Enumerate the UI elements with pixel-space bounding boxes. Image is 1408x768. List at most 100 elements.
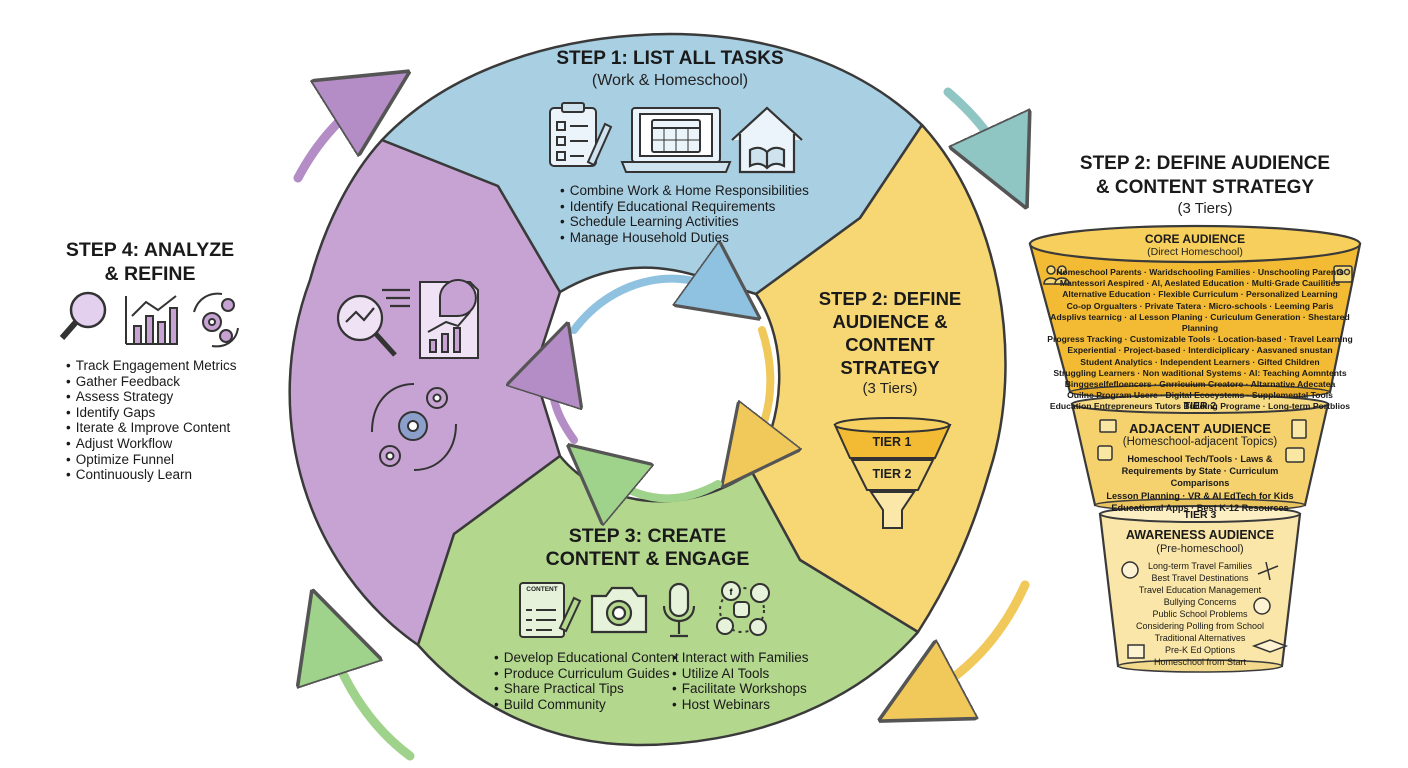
step3-list-left: Develop Educational Content Produce Curr… bbox=[494, 650, 684, 712]
arrow-step1-to-step2 bbox=[943, 87, 1008, 168]
funnel-tier2-label: TIER 2 bbox=[872, 467, 912, 481]
step2-segment bbox=[750, 123, 1007, 634]
list-item: Experiential · Project-based · Interdici… bbox=[1067, 345, 1333, 356]
list-item: Homeschool Parents · Waridschooling Fami… bbox=[1056, 267, 1344, 277]
list-item: Assess Strategy bbox=[66, 389, 276, 405]
list-item: Build Community bbox=[494, 697, 684, 713]
list-item: Educational Apps · Best K-12 Resources bbox=[1111, 502, 1289, 513]
arrow-step2-to-step3 bbox=[918, 580, 1030, 700]
list-item: Develop Educational Content bbox=[494, 650, 684, 666]
list-item: Traditional Alternatives bbox=[1154, 633, 1246, 643]
step4-title: STEP 4: ANALYZE & REFINE bbox=[65, 239, 235, 285]
list-item: Identify Educational Requirements bbox=[560, 199, 820, 215]
step1-subtitle: (Work & Homeschool) bbox=[591, 72, 749, 89]
adjacent-doc-icon bbox=[1285, 419, 1307, 463]
list-item: Pre-K Ed Options bbox=[1164, 645, 1236, 655]
list-item: Host Webinars bbox=[672, 697, 832, 713]
list-item: Requirements by State · Curriculum Compa… bbox=[1121, 466, 1279, 489]
social-media-icon bbox=[716, 581, 770, 636]
awareness-audience-title: AWARENESS AUDIENCE bbox=[1125, 528, 1275, 542]
list-item: Produce Curriculum Guides bbox=[494, 666, 684, 682]
step4-segment bbox=[288, 138, 562, 647]
gears-refresh-icon bbox=[193, 292, 239, 348]
gears-cycle-icon bbox=[371, 383, 457, 471]
inner-arrow-yellow bbox=[746, 326, 770, 456]
awareness-airplane-icon bbox=[1251, 561, 1289, 653]
arrow-step4-to-step1 bbox=[293, 95, 372, 183]
content-checklist-icon bbox=[519, 582, 582, 638]
arrow-step3-to-step4 bbox=[326, 632, 415, 761]
list-item: Adsplivs tearniсg · al Lesson Planing · … bbox=[1050, 311, 1350, 334]
clipboard-checklist-icon bbox=[549, 102, 613, 167]
list-item: Share Practical Tips bbox=[494, 681, 684, 697]
core-audience-title: CORE AUDIENCE bbox=[1144, 232, 1246, 246]
list-item: Manage Household Duties bbox=[560, 230, 820, 246]
microphone-icon bbox=[662, 582, 696, 638]
adjacent-audience-list: Homeschool Tech/Tools · Laws & Requireme… bbox=[1095, 453, 1305, 514]
list-item: Student Analytics · Independent Learners… bbox=[1080, 356, 1320, 367]
list-item: Ouilne Program Usere · Digital Ecoeystem… bbox=[1067, 390, 1333, 401]
list-item: Bullying Concerns bbox=[1163, 597, 1237, 607]
list-item: Public School Problems bbox=[1152, 609, 1248, 619]
core-people-icon bbox=[1043, 265, 1070, 285]
magnifier-icon bbox=[59, 291, 107, 340]
list-item: Iterate & Improve Content bbox=[66, 420, 276, 436]
report-chart-icon bbox=[419, 279, 479, 359]
adjacent-audience-subtitle: (Homeschool-adjacent Topics) bbox=[1122, 436, 1278, 448]
list-item: Utilize AI Tools bbox=[672, 666, 832, 682]
tier2-label: TIER 2 bbox=[1183, 400, 1217, 412]
awareness-tier-shape bbox=[1098, 505, 1302, 673]
list-item: Facilitate Workshops bbox=[672, 681, 832, 697]
core-tier-shape bbox=[1028, 224, 1362, 400]
tier3-label: TIER 3 bbox=[1183, 509, 1217, 521]
step1-list: Combine Work & Home Responsibilities Ide… bbox=[560, 183, 820, 245]
list-item: Track Engagement Metrics bbox=[66, 358, 276, 374]
core-audience-subtitle: (Direct Homeschool) bbox=[1147, 246, 1243, 258]
funnel-tier1-label: TIER 1 bbox=[872, 435, 912, 449]
core-audience-list: Homeschool Parents · Waridschooling Fami… bbox=[1040, 267, 1360, 413]
camera-icon bbox=[590, 586, 648, 634]
line-bar-chart-icon bbox=[125, 295, 178, 345]
list-item: Schedule Learning Activities bbox=[560, 214, 820, 230]
content-icon-label: CONTENT bbox=[526, 586, 558, 593]
step2-panel-subtitle: (3 Tiers) bbox=[1177, 200, 1233, 217]
tier-funnel-icon bbox=[833, 417, 952, 529]
step2-panel-title: STEP 2: DEFINE AUDIENCE & CONTENT STRATE… bbox=[1079, 153, 1331, 198]
list-item: Long-term Travel Families bbox=[1147, 561, 1253, 571]
adjacent-tier-shape bbox=[1070, 394, 1330, 512]
list-item: Education Entrepreneurs Tutors Building … bbox=[1049, 401, 1351, 412]
inner-arrow-blue bbox=[570, 279, 728, 334]
list-item: Gather Feedback bbox=[66, 374, 276, 390]
core-group-icon bbox=[1333, 265, 1353, 283]
step4-list: Track Engagement Metrics Gather Feedback… bbox=[66, 358, 276, 483]
list-item: Considering Polling from School bbox=[1135, 621, 1265, 631]
list-item: Binggeselfefloencers · Gnrricuium Creato… bbox=[1064, 379, 1336, 390]
facebook-glyph: f bbox=[730, 587, 734, 597]
adjacent-tech-icon bbox=[1097, 419, 1117, 461]
awareness-audience-list: Long-term Travel Families Best Travel De… bbox=[1130, 560, 1270, 668]
step3-list-right: Interact with Families Utilize AI Tools … bbox=[672, 650, 832, 712]
house-book-icon bbox=[731, 106, 803, 174]
step2-wheel-subtitle: (3 Tiers) bbox=[862, 380, 918, 397]
list-item: Co-op Orgualters · Private Tatera · Micr… bbox=[1066, 300, 1334, 311]
list-item: Homeschool Tech/Tools · Laws & bbox=[1127, 454, 1273, 464]
awareness-audience-subtitle: (Pre-homeschool) bbox=[1156, 543, 1244, 555]
magnifier-analysis-icon bbox=[336, 288, 410, 357]
step3-title: STEP 3: CREATE CONTENT & ENGAGE bbox=[545, 525, 750, 570]
inner-arrow-green bbox=[598, 470, 722, 498]
list-item: Homeschool from Start bbox=[1153, 657, 1247, 667]
step2-wheel-title: STEP 2: DEFINE AUDIENCE & CONTENT STRATE… bbox=[818, 288, 962, 378]
laptop-calendar-icon bbox=[620, 107, 732, 173]
list-item: Adjust Workflow bbox=[66, 436, 276, 452]
list-item: Alternative Education · Flexible Curricu… bbox=[1062, 289, 1338, 300]
list-item: Struggling Learners · Non waditional Sys… bbox=[1053, 367, 1347, 378]
list-item: Best Travel Destinations bbox=[1151, 573, 1249, 583]
list-item: Optimize Funnel bbox=[66, 452, 276, 468]
list-item: Mantessori Aespired · Al, Aeslated Educa… bbox=[1059, 278, 1341, 289]
list-item: Combine Work & Home Responsibilities bbox=[560, 183, 820, 199]
inner-arrow-purple bbox=[552, 360, 574, 444]
awareness-globe-icon bbox=[1121, 561, 1271, 659]
list-item: Identify Gaps bbox=[66, 405, 276, 421]
step1-title: STEP 1: LIST ALL TASKS bbox=[556, 48, 784, 69]
list-item: Continuously Learn bbox=[66, 467, 276, 483]
